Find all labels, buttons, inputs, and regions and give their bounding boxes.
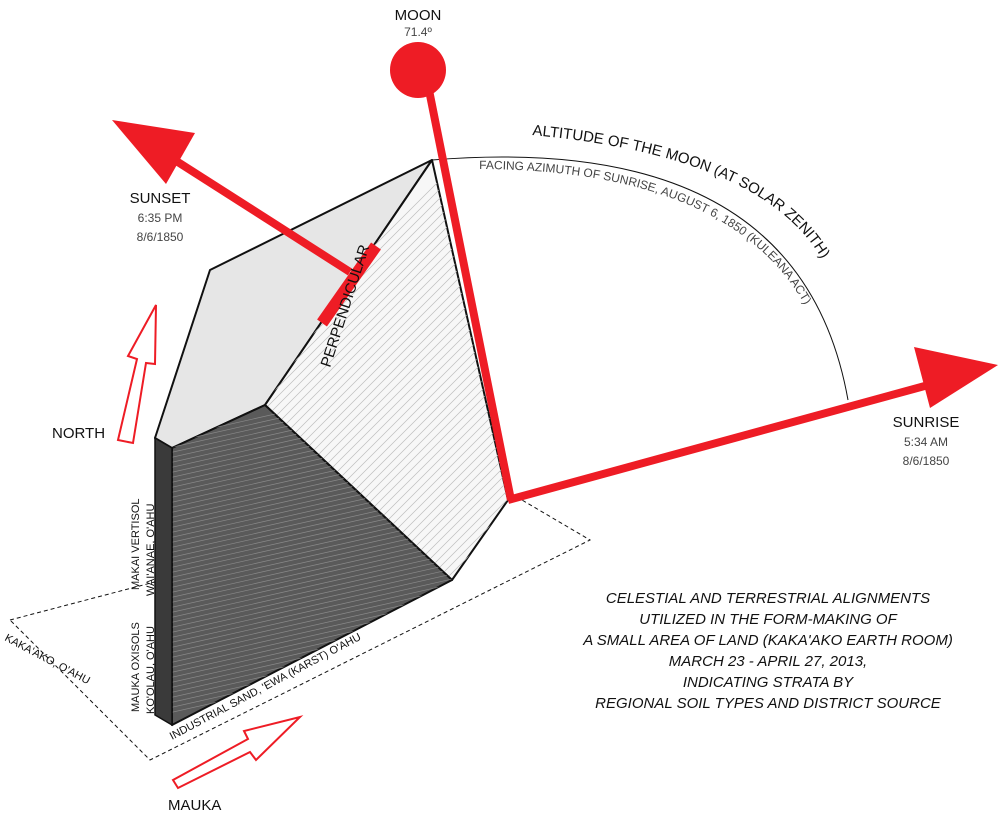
strata-mauka-1: MAUKA OXISOLS — [130, 622, 142, 712]
strata-line — [265, 486, 508, 580]
sunset-time: 6:35 PM — [138, 211, 183, 225]
strata-line — [265, 450, 508, 580]
north-label: NORTH — [52, 425, 105, 442]
site-label: KAKA'AKO, O'AHU — [3, 632, 92, 687]
strata-line — [172, 584, 452, 656]
strata-line — [172, 539, 452, 611]
perpendicular-bar — [317, 242, 381, 327]
strata-line — [172, 574, 452, 646]
moon-altitude-arc — [431, 156, 849, 401]
caption-line-5: INDICATING STRATA BY — [683, 674, 854, 691]
strata-mauka-2: KO'OLAU, O'AHU — [145, 626, 157, 714]
strata-makai-2: WAI'ANAE, O'AHU — [145, 504, 157, 596]
north-arrow-icon — [116, 304, 157, 445]
arc-subtitle: FACING AZIMUTH OF SUNRISE, AUGUST 6, 185… — [479, 158, 814, 307]
strata-line — [265, 468, 508, 580]
strata-line — [265, 441, 508, 580]
strata-line — [172, 544, 452, 616]
sunrise-date: 8/6/1850 — [903, 454, 950, 468]
strata-line — [265, 477, 508, 580]
moon-altitude-line — [421, 69, 515, 501]
strata-line — [265, 459, 508, 580]
sunrise-arrow-icon — [914, 347, 998, 408]
sunrise-time: 5:34 AM — [904, 435, 948, 449]
caption-block: CELESTIAL AND TERRESTRIAL ALIGNMENTS UTI… — [582, 590, 953, 712]
sunset-label: SUNSET — [130, 190, 191, 207]
moon-altitude-value: 71.4º — [404, 25, 432, 39]
sunrise-arrow-shaft — [506, 380, 934, 504]
strata-line — [172, 569, 452, 641]
moon-label: MOON — [395, 7, 442, 24]
strata-line — [172, 579, 452, 651]
caption-line-4: MARCH 23 - APRIL 27, 2013, — [669, 653, 867, 670]
sunrise-label: SUNRISE — [893, 414, 960, 431]
strata-line — [265, 360, 508, 580]
strata-line — [172, 549, 452, 621]
caption-line-2: UTILIZED IN THE FORM-MAKING OF — [639, 611, 897, 628]
mauka-label: MAUKA — [168, 797, 221, 814]
strata-line — [172, 564, 452, 636]
strata-line — [265, 351, 508, 580]
strata-line — [265, 495, 508, 580]
caption-line-3: A SMALL AREA OF LAND (KAKA'AKO EARTH ROO… — [582, 632, 953, 649]
strata-makai-1: MAKAI VERTISOL — [130, 499, 142, 591]
mauka-arrow-icon — [171, 715, 304, 790]
moon-icon — [390, 42, 446, 98]
sunset-date: 8/6/1850 — [137, 230, 184, 244]
sunset-arrow-shaft — [167, 153, 353, 276]
strata-line — [172, 559, 452, 631]
side-edge — [154, 436, 173, 727]
strata-line — [265, 369, 508, 580]
sunset-arrow-icon — [112, 120, 195, 184]
caption-line-1: CELESTIAL AND TERRESTRIAL ALIGNMENTS — [606, 590, 930, 607]
strata-line — [172, 554, 452, 626]
caption-line-6: REGIONAL SOIL TYPES AND DISTRICT SOURCE — [595, 695, 942, 712]
site-footprint — [9, 489, 592, 761]
